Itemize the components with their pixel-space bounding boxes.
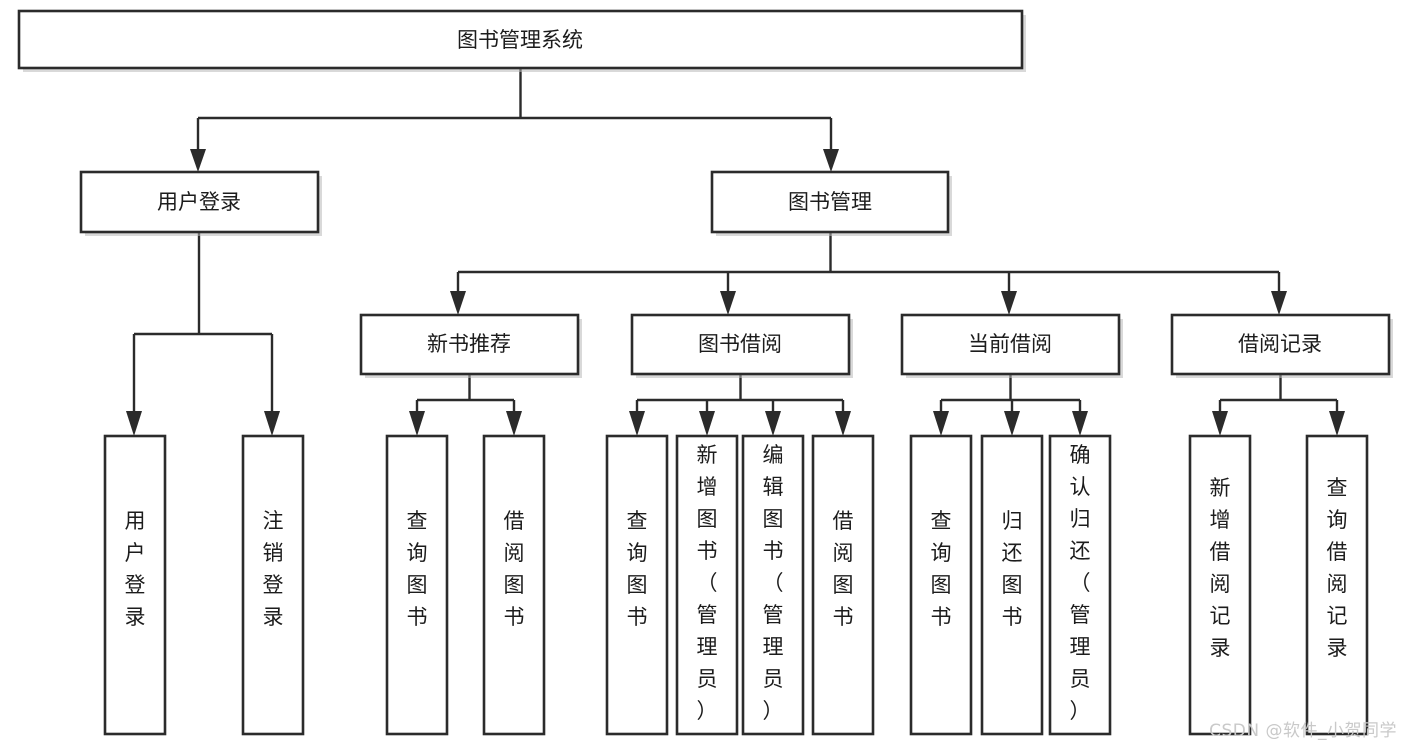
leaf-box-confirm-return[interactable] <box>1048 434 1112 736</box>
arrow-current-borrow-leaf-1 <box>933 411 949 436</box>
leaf-box-borrow-query-book[interactable] <box>605 434 669 736</box>
node-root-box[interactable] <box>17 9 1024 70</box>
arrow-new-book-rec-leaf-1 <box>409 411 425 436</box>
node-user-login-box[interactable] <box>79 170 320 234</box>
leaf-nodes-layer: 用户登录 注销登录 查询图书 借阅图书 查询图书 新增图书（管理员） <box>103 434 1369 736</box>
arrow-borrow-record-leaf-1 <box>1212 411 1228 436</box>
leaf-node-user-login[interactable]: 用户登录 <box>103 434 167 736</box>
leaf-label-logout: 注销登录 <box>263 509 284 629</box>
node-borrow-record-box[interactable] <box>1170 313 1391 376</box>
leaf-label-confirm-return: 确认归还（管理员） <box>1070 443 1091 723</box>
arrow-new-book-rec-leaf-2 <box>506 411 522 436</box>
node-borrow-record[interactable]: 借阅记录 <box>1170 313 1393 378</box>
leaf-box-user-login[interactable] <box>103 434 167 736</box>
leaf-node-logout[interactable]: 注销登录 <box>241 434 305 736</box>
node-book-manage[interactable]: 图书管理 <box>710 170 952 236</box>
node-book-borrow-label: 图书借阅 <box>698 332 782 356</box>
node-user-login-label: 用户登录 <box>157 190 241 214</box>
leaf-node-add-book[interactable]: 新增图书（管理员） <box>675 434 739 736</box>
leaf-node-cur-query-book[interactable]: 查询图书 <box>909 434 973 736</box>
node-current-borrow[interactable]: 当前借阅 <box>900 313 1123 378</box>
arrow-user-login-leaf-1 <box>126 411 142 436</box>
leaf-box-edit-book[interactable] <box>741 434 805 736</box>
leaf-label-edit-book: 编辑图书（管理员） <box>763 443 784 723</box>
leaf-node-rec-borrow-book[interactable]: 借阅图书 <box>482 434 546 736</box>
leaf-box-logout[interactable] <box>241 434 305 736</box>
leaf-node-return-book[interactable]: 归还图书 <box>980 434 1044 736</box>
arrow-to-current-borrow <box>1001 291 1017 315</box>
node-root[interactable]: 图书管理系统 <box>17 9 1026 72</box>
leaf-node-edit-book[interactable]: 编辑图书（管理员） <box>741 434 805 736</box>
node-current-borrow-label: 当前借阅 <box>968 332 1052 356</box>
leaf-box-add-book[interactable] <box>675 434 739 736</box>
leaf-box-cur-query-book[interactable] <box>909 434 973 736</box>
leaf-label-user-login: 用户登录 <box>125 509 146 629</box>
leaf-node-add-record[interactable]: 新增借阅记录 <box>1188 434 1252 736</box>
leaf-label-rec-borrow-book: 借阅图书 <box>504 509 525 629</box>
leaf-label-return-book: 归还图书 <box>1002 509 1023 629</box>
arrow-root-to-user-login <box>190 149 206 172</box>
leaf-box-return-book[interactable] <box>980 434 1044 736</box>
leaf-node-query-record[interactable]: 查询借阅记录 <box>1305 434 1369 736</box>
node-root-label: 图书管理系统 <box>457 28 583 52</box>
leaf-box-add-record[interactable] <box>1188 434 1252 736</box>
arrow-current-borrow-leaf-2 <box>1004 411 1020 436</box>
leaf-label-borrow-query-book: 查询图书 <box>627 509 648 629</box>
node-new-book-rec-label: 新书推荐 <box>427 332 511 356</box>
arrow-to-new-book-rec <box>450 291 466 315</box>
arrow-to-book-borrow <box>720 291 736 315</box>
arrow-user-login-leaf-2 <box>264 411 280 436</box>
leaf-node-confirm-return[interactable]: 确认归还（管理员） <box>1048 434 1112 736</box>
arrow-to-borrow-record <box>1271 291 1287 315</box>
leaf-label-rec-query-book: 查询图书 <box>407 509 428 629</box>
leaf-box-query-record[interactable] <box>1305 434 1369 736</box>
leaf-node-borrow-book[interactable]: 借阅图书 <box>811 434 875 736</box>
arrow-book-borrow-leaf-3 <box>765 411 781 436</box>
leaf-node-borrow-query-book[interactable]: 查询图书 <box>605 434 669 736</box>
leaf-label-borrow-book: 借阅图书 <box>833 509 854 629</box>
node-current-borrow-box[interactable] <box>900 313 1121 376</box>
leaf-label-add-record: 新增借阅记录 <box>1210 476 1231 660</box>
leaf-label-cur-query-book: 查询图书 <box>931 509 952 629</box>
leaf-label-add-book: 新增图书（管理员） <box>697 443 718 723</box>
connector-layer <box>126 68 1345 436</box>
arrow-book-borrow-leaf-2 <box>699 411 715 436</box>
arrow-book-borrow-leaf-4 <box>835 411 851 436</box>
leaf-box-rec-query-book[interactable] <box>385 434 449 736</box>
arrow-book-borrow-leaf-1 <box>629 411 645 436</box>
node-new-book-rec-box[interactable] <box>359 313 580 376</box>
node-book-manage-box[interactable] <box>710 170 950 234</box>
leaf-node-rec-query-book[interactable]: 查询图书 <box>385 434 449 736</box>
leaf-box-borrow-book[interactable] <box>811 434 875 736</box>
leaf-label-query-record: 查询借阅记录 <box>1327 476 1348 660</box>
node-user-login[interactable]: 用户登录 <box>79 170 322 236</box>
node-new-book-rec[interactable]: 新书推荐 <box>359 313 582 378</box>
arrow-current-borrow-leaf-3 <box>1072 411 1088 436</box>
node-borrow-record-label: 借阅记录 <box>1238 332 1322 356</box>
arrow-borrow-record-leaf-2 <box>1329 411 1345 436</box>
node-book-borrow[interactable]: 图书借阅 <box>630 313 853 378</box>
node-book-manage-label: 图书管理 <box>788 190 872 214</box>
node-book-borrow-box[interactable] <box>630 313 851 376</box>
leaf-box-rec-borrow-book[interactable] <box>482 434 546 736</box>
arrow-root-to-book-manage <box>823 149 839 172</box>
